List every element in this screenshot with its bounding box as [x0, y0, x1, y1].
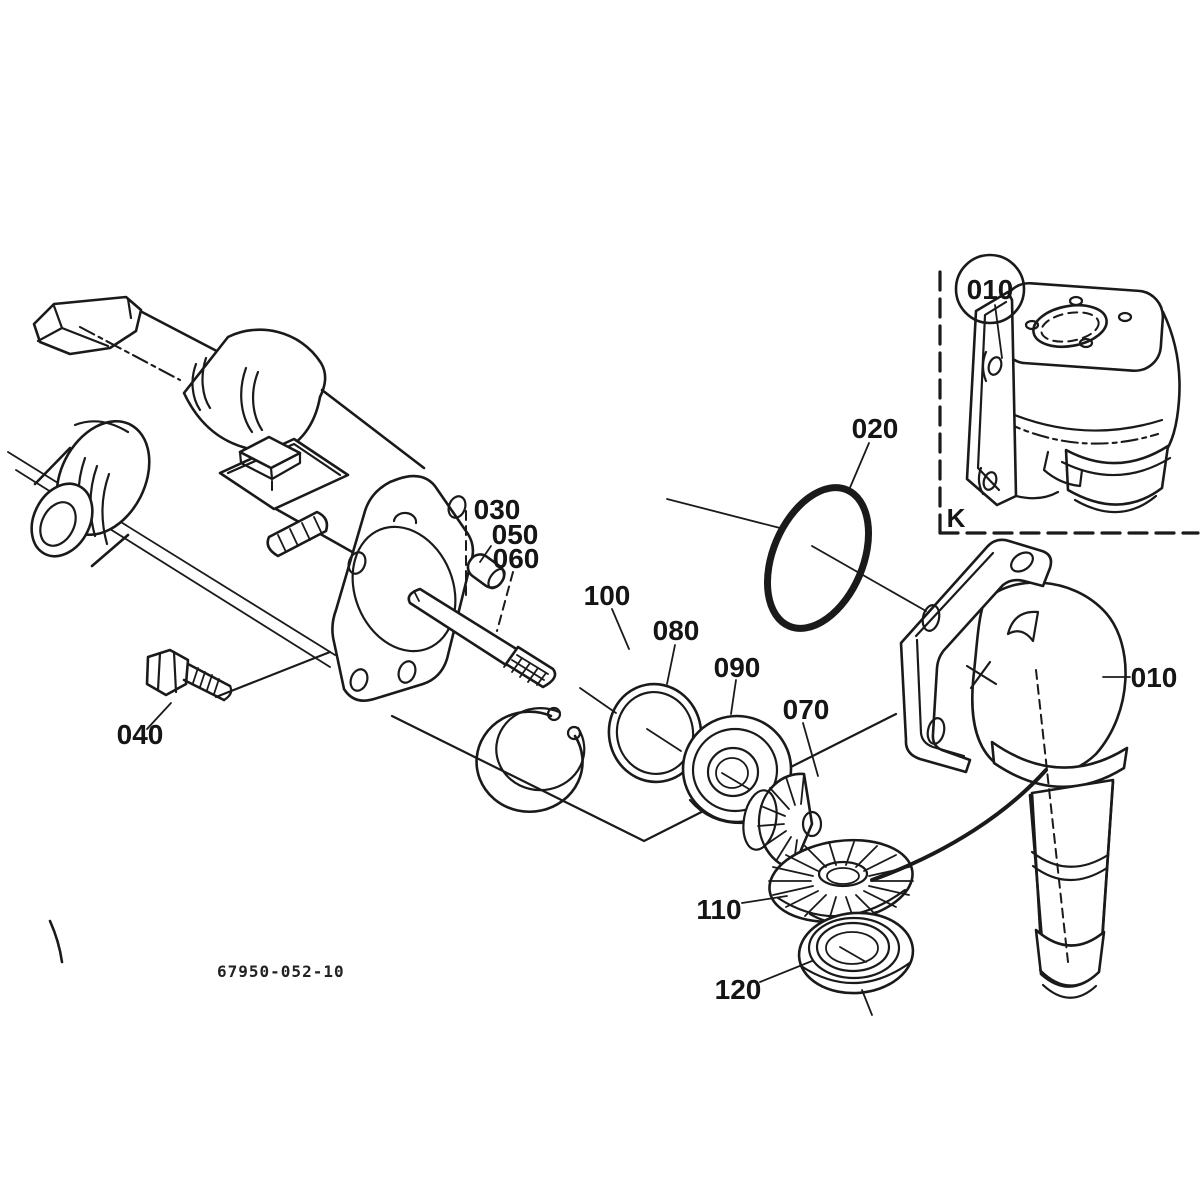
bolt-head — [145, 648, 190, 697]
bearing-120 — [797, 911, 915, 1016]
part-label-030[interactable]: 030 — [474, 494, 521, 525]
inset-box: 010 K — [938, 253, 1200, 535]
leader-110 — [741, 895, 788, 904]
part-label-050[interactable]: 050 — [492, 519, 539, 550]
inset-bearing-case — [965, 281, 1181, 514]
part-label-070[interactable]: 070 — [783, 694, 830, 725]
flange-bore — [351, 525, 457, 653]
callout-leaders — [146, 442, 1131, 983]
gear-teeth — [768, 841, 914, 921]
part-labels: 040 030 050 060 100 080 090 070 020 110 … — [117, 413, 1178, 1005]
part-label-120[interactable]: 120 — [715, 974, 762, 1005]
leader-080 — [666, 644, 676, 685]
center-line — [666, 498, 927, 612]
part-label-060[interactable]: 060 — [493, 543, 540, 574]
bolt-040 — [145, 648, 233, 702]
leader-120 — [759, 960, 813, 983]
shaft-030 — [407, 587, 557, 689]
stray-mark — [48, 919, 64, 964]
part-label-040[interactable]: 040 — [117, 719, 164, 750]
leader-040 — [146, 702, 172, 730]
axle-housing — [7, 295, 426, 668]
x-mark — [965, 660, 998, 690]
leader-060 — [496, 571, 514, 632]
leader-050 — [479, 545, 492, 563]
part-label-010-inset[interactable]: 010 — [967, 274, 1014, 305]
part-label-110[interactable]: 110 — [696, 894, 741, 925]
case-flange — [899, 538, 1053, 774]
axis-line — [78, 325, 182, 382]
part-label-090[interactable]: 090 — [714, 652, 761, 683]
o-ring-020 — [666, 484, 927, 632]
inset-border — [938, 270, 1200, 535]
leader-090 — [730, 679, 737, 715]
axle-hub — [30, 419, 151, 568]
leader-070 — [802, 722, 819, 777]
part-label-100[interactable]: 100 — [584, 580, 631, 611]
snap-ring-100 — [475, 687, 617, 813]
inner-axle-spline — [266, 510, 329, 558]
part-label-080[interactable]: 080 — [653, 615, 700, 646]
housing-cylinder — [182, 328, 327, 454]
drawing-number: 67950-052-10 — [217, 962, 345, 981]
leader-010-inset — [994, 304, 1003, 359]
housing-flange — [331, 474, 475, 702]
part-label-010[interactable]: 010 — [1131, 662, 1178, 693]
inset-letter-k: K — [947, 503, 966, 533]
assembly-swoosh — [870, 768, 1048, 882]
highlight-circle — [954, 253, 1026, 325]
bearing-case-010 — [870, 538, 1129, 999]
leader-100 — [611, 608, 630, 650]
leader-020 — [848, 442, 870, 491]
bolt-pointer-line — [214, 650, 332, 699]
housing-bracket — [32, 295, 143, 356]
ring-080 — [607, 682, 703, 784]
pin-050 — [466, 553, 506, 590]
part-label-020[interactable]: 020 — [852, 413, 899, 444]
